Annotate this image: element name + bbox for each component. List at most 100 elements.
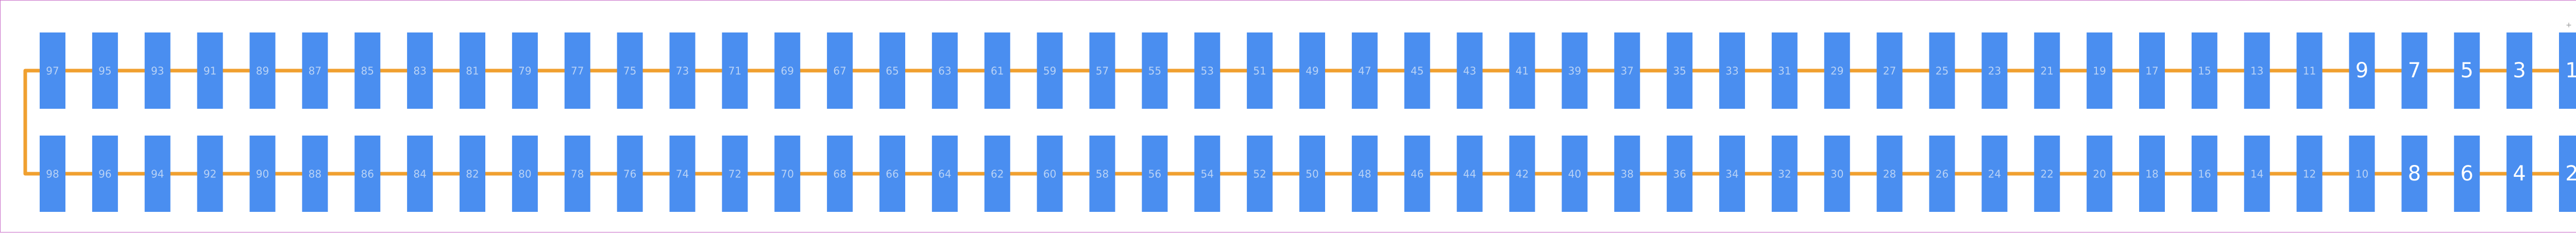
top-row-pad-33 xyxy=(1719,32,1745,109)
bottom-row-pad-82 xyxy=(460,136,485,212)
pin-label-19: 19 xyxy=(2093,65,2106,77)
bottom-row-pad-42 xyxy=(1509,136,1535,212)
pin-label-71: 71 xyxy=(728,65,741,77)
pin-label-57: 57 xyxy=(1096,65,1109,77)
top-row-pad-13 xyxy=(2244,32,2270,109)
bottom-row-pad-92 xyxy=(197,136,223,212)
pin-label-29: 29 xyxy=(1831,65,1843,77)
bottom-row-pad-56 xyxy=(1142,136,1168,212)
pin-label-14: 14 xyxy=(2250,168,2263,180)
bottom-row-pad-48 xyxy=(1351,136,1378,212)
pin-label-39: 39 xyxy=(1568,65,1581,77)
pin-label-92: 92 xyxy=(204,168,216,180)
pin-label-85: 85 xyxy=(361,65,374,77)
pin-label-83: 83 xyxy=(413,65,426,77)
top-row-pad-21 xyxy=(2034,32,2060,109)
pin-label-74: 74 xyxy=(676,168,689,180)
bottom-row-pad-2 xyxy=(2559,136,2576,212)
bottom-row-pad-50 xyxy=(1299,136,1325,212)
top-row-pad-63 xyxy=(931,32,958,109)
top-row-pad-25 xyxy=(1929,32,1955,109)
pin-label-16: 16 xyxy=(2198,168,2211,180)
bottom-row-pad-24 xyxy=(1981,136,2008,212)
pin-label-88: 88 xyxy=(309,168,321,180)
left-loop-trace xyxy=(23,69,53,176)
pin-label-38: 38 xyxy=(1621,168,1634,180)
pin-label-32: 32 xyxy=(1778,168,1791,180)
pin-label-15: 15 xyxy=(2198,65,2211,77)
pin-label-1: 1 xyxy=(2565,59,2576,82)
pin-label-5: 5 xyxy=(2461,59,2473,82)
bottom-row-pad-36 xyxy=(1667,136,1693,212)
pin-label-70: 70 xyxy=(781,168,794,180)
bottom-row-pad-84 xyxy=(407,136,433,212)
top-row-pad-51 xyxy=(1247,32,1273,109)
pin-label-78: 78 xyxy=(571,168,584,180)
top-row-pad-5 xyxy=(2454,32,2480,109)
pin-label-59: 59 xyxy=(1043,65,1056,77)
top-row-pad-65 xyxy=(879,32,905,109)
pin-label-30: 30 xyxy=(1831,168,1843,180)
pin-label-7: 7 xyxy=(2408,59,2421,82)
bottom-row-pad-58 xyxy=(1089,136,1115,212)
pin-label-73: 73 xyxy=(676,65,689,77)
pin-label-9: 9 xyxy=(2355,59,2368,82)
bottom-row-pad-32 xyxy=(1771,136,1798,212)
pin-label-21: 21 xyxy=(2041,65,2054,77)
top-row-pad-29 xyxy=(1824,32,1850,109)
pin-label-69: 69 xyxy=(781,65,794,77)
top-row-pad-37 xyxy=(1614,32,1640,109)
pin-label-46: 46 xyxy=(1411,168,1423,180)
pin-label-28: 28 xyxy=(1883,168,1896,180)
bottom-row-pad-4 xyxy=(2506,136,2533,212)
pin-label-31: 31 xyxy=(1778,65,1791,77)
top-row-pad-53 xyxy=(1194,32,1221,109)
top-row-pad-95 xyxy=(92,32,118,109)
top-row-pad-93 xyxy=(144,32,171,109)
bottom-row-pad-46 xyxy=(1404,136,1430,212)
bottom-row-pad-12 xyxy=(2296,136,2323,212)
pin-label-42: 42 xyxy=(1516,168,1529,180)
pin-label-98: 98 xyxy=(46,168,59,180)
pin-label-64: 64 xyxy=(938,168,951,180)
bottom-row-pad-94 xyxy=(144,136,171,212)
bottom-row-pad-26 xyxy=(1929,136,1955,212)
pin-label-4: 4 xyxy=(2513,162,2526,186)
pin-label-36: 36 xyxy=(1673,168,1686,180)
bottom-row-pad-38 xyxy=(1614,136,1640,212)
top-row-pad-3 xyxy=(2506,32,2533,109)
top-row-pad-83 xyxy=(407,32,433,109)
pin-label-20: 20 xyxy=(2093,168,2106,180)
top-row-pad-15 xyxy=(2191,32,2217,109)
bottom-row-pad-74 xyxy=(669,136,696,212)
top-row-pad-27 xyxy=(1876,32,1903,109)
pin-label-53: 53 xyxy=(1201,65,1214,77)
top-row-pad-77 xyxy=(564,32,590,109)
bottom-row-pad-96 xyxy=(92,136,118,212)
pin-label-63: 63 xyxy=(938,65,951,77)
bottom-row-pad-68 xyxy=(827,136,853,212)
pin-label-89: 89 xyxy=(256,65,269,77)
pin-label-49: 49 xyxy=(1306,65,1318,77)
pin-label-25: 25 xyxy=(1936,65,1948,77)
pin-label-35: 35 xyxy=(1673,65,1686,77)
top-row-pad-97 xyxy=(40,32,65,109)
pin-label-56: 56 xyxy=(1148,168,1161,180)
top-row-pad-35 xyxy=(1667,32,1693,109)
pin-label-27: 27 xyxy=(1883,65,1896,77)
pin-label-54: 54 xyxy=(1201,168,1214,180)
bottom-row-pad-88 xyxy=(302,136,328,212)
pin-label-77: 77 xyxy=(571,65,584,77)
top-row-pad-91 xyxy=(197,32,223,109)
bottom-row-pad-72 xyxy=(722,136,748,212)
pin-label-55: 55 xyxy=(1148,65,1161,77)
bottom-row-pad-16 xyxy=(2191,136,2217,212)
bottom-row-pad-78 xyxy=(564,136,590,212)
pin-label-95: 95 xyxy=(98,65,111,77)
pin-label-68: 68 xyxy=(833,168,846,180)
top-row-pad-81 xyxy=(460,32,485,109)
bottom-row-pad-60 xyxy=(1037,136,1063,212)
pin-label-34: 34 xyxy=(1725,168,1738,180)
